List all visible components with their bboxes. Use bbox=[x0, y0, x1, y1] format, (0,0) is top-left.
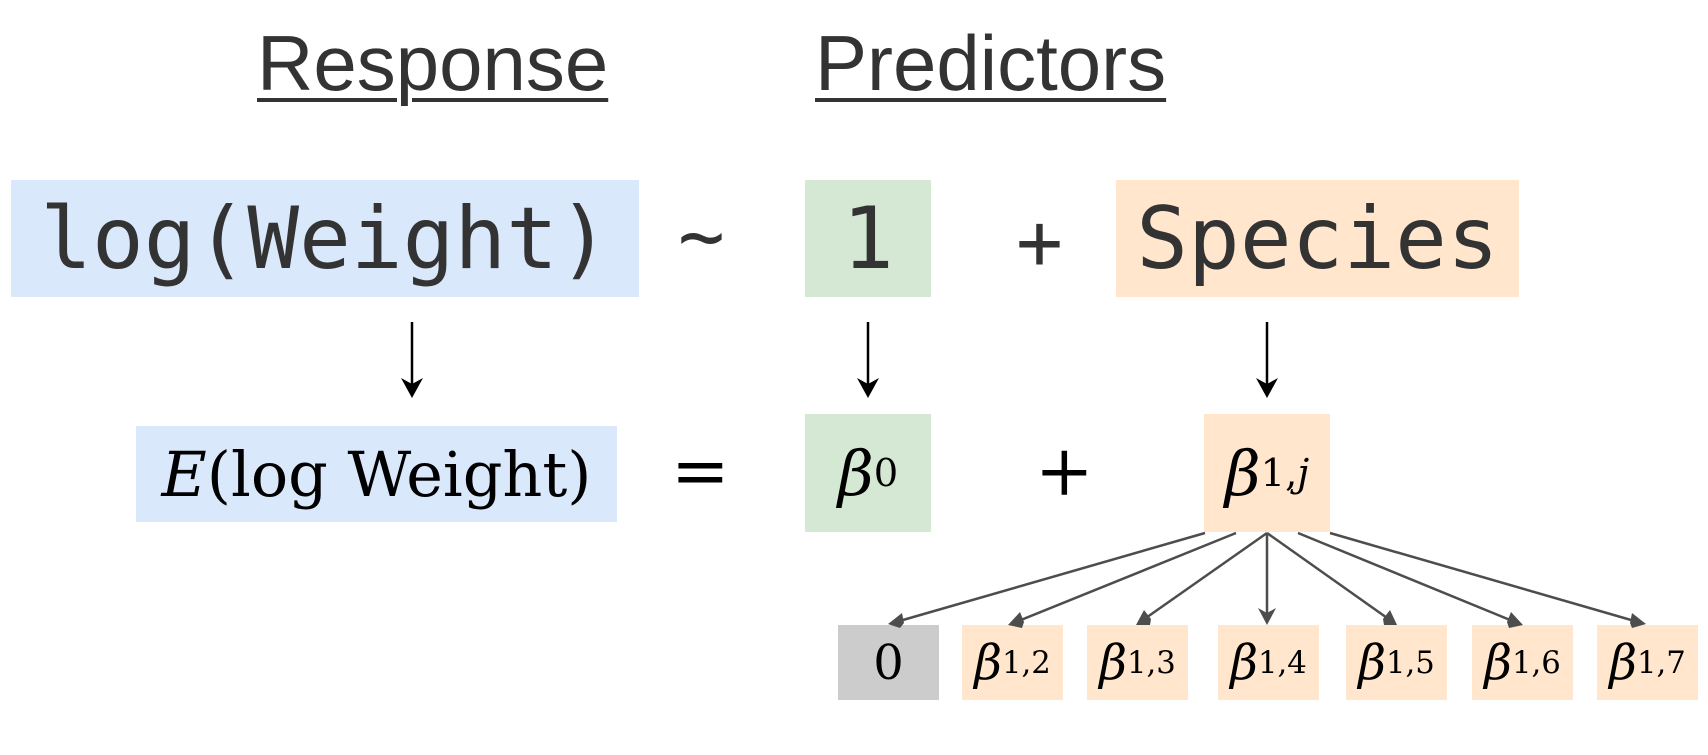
fan-arrow-level-2 bbox=[1008, 531, 1237, 628]
fan-arrow-level-3 bbox=[1136, 531, 1268, 625]
formula-predictor-term: Species bbox=[1116, 180, 1519, 297]
fan-arrow-level-6 bbox=[1297, 531, 1523, 628]
species-subscript-var: j bbox=[1297, 450, 1310, 496]
mapping-arrow-response bbox=[401, 322, 423, 398]
response-heading: Response bbox=[257, 19, 609, 107]
equation-expectation: E(log Weight) bbox=[136, 426, 617, 522]
level-beta-subscript: 1,3 bbox=[1126, 644, 1176, 681]
formula-plus: + bbox=[1016, 198, 1063, 288]
species-beta: β bbox=[1224, 436, 1261, 510]
fan-arrow-level-7 bbox=[1329, 531, 1646, 628]
level-beta-symbol: β bbox=[1099, 634, 1127, 691]
fan-arrow-level-4 bbox=[1258, 533, 1276, 625]
mapping-arrow-predictor bbox=[1256, 322, 1278, 398]
level-beta-subscript: 1,7 bbox=[1636, 644, 1686, 681]
species-subscript: 1,j bbox=[1261, 451, 1310, 496]
species-subscript-index: 1, bbox=[1260, 450, 1298, 496]
level-beta-symbol: β bbox=[1484, 634, 1512, 691]
expectation-argument: (log Weight) bbox=[206, 437, 592, 511]
intercept-subscript: 0 bbox=[873, 450, 899, 496]
equation-equals: = bbox=[671, 430, 730, 512]
formula-response-text: log(Weight) bbox=[40, 188, 610, 289]
level-beta-symbol: β bbox=[1358, 634, 1386, 691]
fan-arrow-level-5 bbox=[1266, 531, 1397, 625]
level-beta-subscript: 1,5 bbox=[1385, 644, 1435, 681]
level-fan-arrows bbox=[888, 531, 1646, 628]
formula-intercept-term: 1 bbox=[805, 180, 931, 297]
intercept-beta: β bbox=[837, 436, 874, 510]
level-beta-subscript: 1,6 bbox=[1511, 644, 1561, 681]
fan-arrow-level-zero bbox=[888, 531, 1206, 628]
level-beta-subscript: 1,2 bbox=[1001, 644, 1051, 681]
level-beta-symbol: β bbox=[1609, 634, 1637, 691]
formula-intercept-text: 1 bbox=[842, 188, 894, 289]
level-beta-subscript: 1,4 bbox=[1257, 644, 1307, 681]
equation-plus: + bbox=[1035, 430, 1094, 512]
mapping-arrow-intercept bbox=[857, 322, 879, 398]
expectation-symbol: E bbox=[161, 437, 207, 511]
formula-predictor-text: Species bbox=[1136, 188, 1499, 289]
level-beta-symbol: β bbox=[974, 634, 1002, 691]
level-beta-symbol: β bbox=[1230, 634, 1258, 691]
level-zero-text: 0 bbox=[873, 634, 904, 691]
formula-response-term: log(Weight) bbox=[11, 180, 639, 297]
formula-tilde: ~ bbox=[678, 192, 725, 282]
level-baseline-zero: 0 bbox=[838, 625, 939, 700]
predictors-heading: Predictors bbox=[815, 19, 1167, 107]
